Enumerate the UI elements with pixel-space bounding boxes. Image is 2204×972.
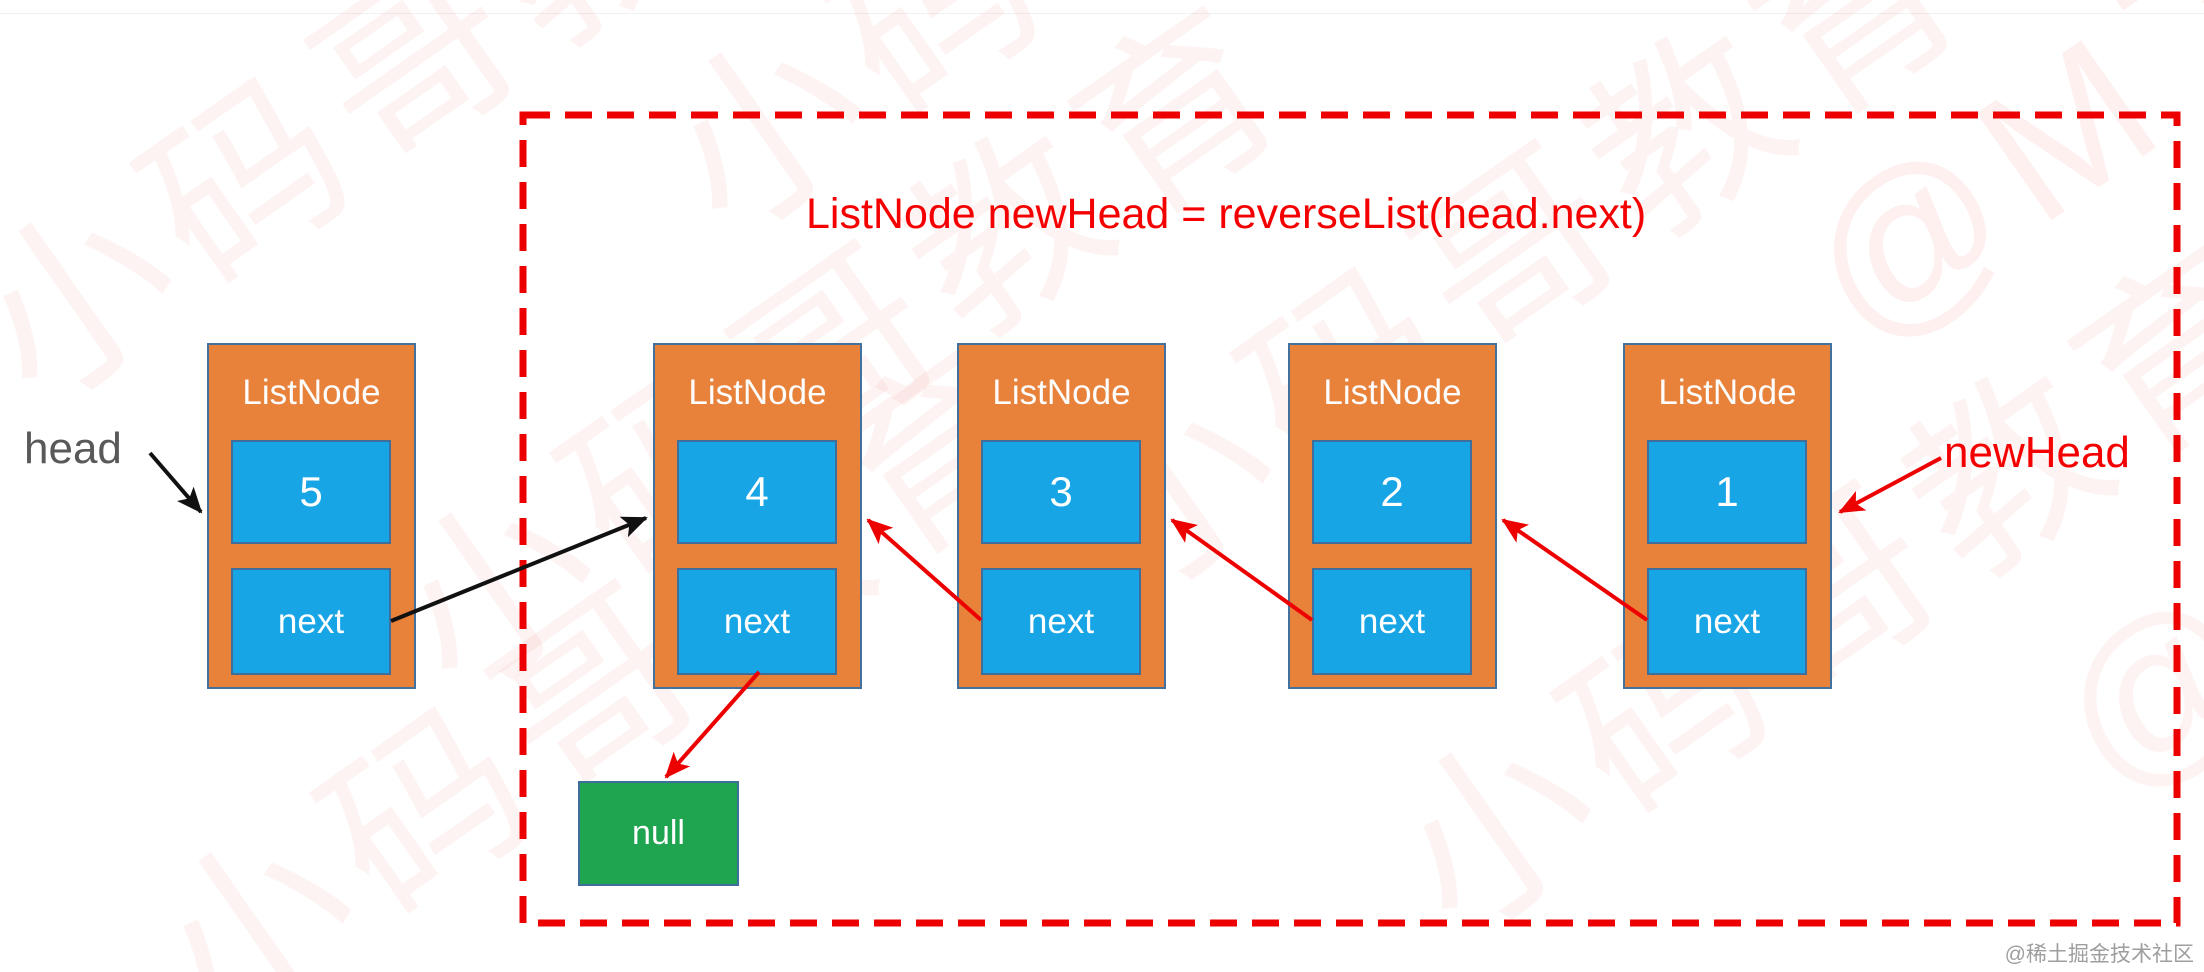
node-title: ListNode (1323, 373, 1462, 412)
listnode-3: ListNode 3 next (957, 343, 1166, 689)
value-cell: 4 (677, 440, 837, 544)
recursion-caption: ListNode newHead = reverseList(head.next… (806, 190, 1647, 238)
value-cell: 5 (231, 440, 391, 544)
null-box: null (578, 781, 739, 886)
value-cell: 3 (981, 440, 1141, 544)
node-title: ListNode (992, 373, 1131, 412)
newhead-label: newHead (1944, 428, 2130, 477)
next-cell: next (231, 568, 391, 675)
node-title: ListNode (1658, 373, 1797, 412)
next-cell: next (1647, 568, 1807, 675)
listnode-1: ListNode 1 next (1623, 343, 1832, 689)
listnode-5: ListNode 5 next (207, 343, 416, 689)
watermark-logo: @M了 (2018, 318, 2204, 834)
next-cell: next (677, 568, 837, 675)
node-title: ListNode (688, 373, 827, 412)
top-hairline (0, 13, 2204, 14)
next-cell: next (1312, 568, 1472, 675)
listnode-2: ListNode 2 next (1288, 343, 1497, 689)
arrow-node5next-to-node4 (390, 516, 648, 623)
watermark-text: 小码哥教育 (600, 0, 1610, 285)
site-credit-watermark: @稀土掘金技术社区 (2004, 943, 2194, 966)
listnode-4: ListNode 4 next (653, 343, 862, 689)
watermark-logo: @M了 (1768, 0, 2204, 384)
arrow-newhead-to-node1 (1838, 456, 1942, 514)
head-label: head (24, 424, 122, 473)
value-cell: 2 (1312, 440, 1472, 544)
arrow-head-to-node5 (148, 451, 203, 514)
next-cell: next (981, 568, 1141, 675)
value-cell: 1 (1647, 440, 1807, 544)
node-title: ListNode (242, 373, 381, 412)
